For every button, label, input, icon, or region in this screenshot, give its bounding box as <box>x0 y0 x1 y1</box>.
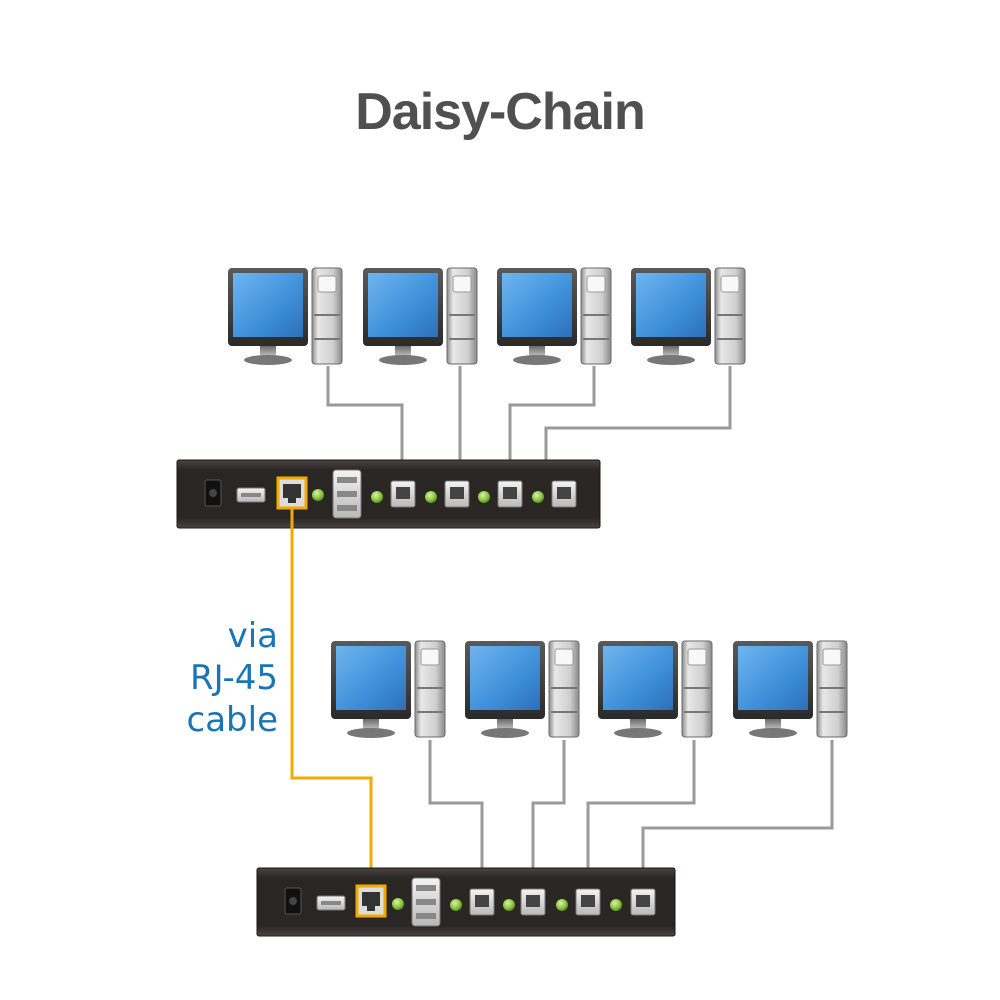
usb-cable-top-3 <box>508 366 596 470</box>
link-label-line-1: via <box>227 616 278 656</box>
computer-bottom-4 <box>733 640 848 738</box>
link-label-line-3: cable <box>186 700 278 740</box>
tower-icon <box>414 640 446 738</box>
led-icon <box>532 491 544 503</box>
rj45-port-icon <box>355 884 387 918</box>
rj45-port-icon <box>276 476 308 510</box>
monitor-icon <box>733 641 813 738</box>
usb-a-stack-port-icon <box>332 469 362 519</box>
monitor-icon <box>228 268 308 365</box>
usb-b-port-icon <box>444 480 470 508</box>
tower-icon <box>681 640 713 738</box>
led-icon <box>371 491 383 503</box>
monitor-icon <box>598 641 678 738</box>
usb-a-port-icon <box>316 895 346 911</box>
usb-cable-bottom-2 <box>531 740 566 880</box>
link-label-line-2: RJ-45 <box>190 658 278 698</box>
tower-icon <box>446 267 478 365</box>
usb-b-port-icon <box>551 480 577 508</box>
led-icon <box>503 899 515 911</box>
rj45-cable <box>290 508 373 898</box>
usb-cable-bottom-1 <box>428 740 484 880</box>
usb-b-port-icon <box>630 888 656 916</box>
usb-cable-top-1 <box>326 366 404 470</box>
usb-cables-bottom <box>428 740 834 880</box>
computer-top-2 <box>363 267 478 365</box>
computer-group-bottom <box>331 640 848 738</box>
led-icon <box>556 899 568 911</box>
computer-top-4 <box>631 267 746 365</box>
led-icon <box>450 899 462 911</box>
led-icon <box>392 898 404 910</box>
monitor-icon <box>465 641 545 738</box>
computer-top-1 <box>228 267 343 365</box>
tower-icon <box>816 640 848 738</box>
tower-icon <box>580 267 612 365</box>
usb-b-port-icon <box>520 888 546 916</box>
usb-cable-bottom-4 <box>641 740 834 880</box>
usb-b-port-icon <box>469 888 495 916</box>
usb-b-port-icon <box>575 888 601 916</box>
led-icon <box>610 899 622 911</box>
led-icon <box>478 491 490 503</box>
computer-bottom-3 <box>598 640 713 738</box>
usb-cables-top <box>326 366 732 470</box>
tower-icon <box>548 640 580 738</box>
usb-cable-bottom-3 <box>586 740 696 880</box>
led-icon <box>312 489 324 501</box>
kvm-switch-2 <box>256 867 676 937</box>
usb-b-port-icon <box>497 480 523 508</box>
diagram-title: Daisy-Chain <box>355 83 646 141</box>
usb-a-stack-port-icon <box>411 877 441 927</box>
kvm-switch-1 <box>176 459 601 529</box>
monitor-icon <box>497 268 577 365</box>
computer-group-top <box>228 267 746 365</box>
usb-b-port-icon <box>390 480 416 508</box>
computer-top-3 <box>497 267 612 365</box>
computer-bottom-1 <box>331 640 446 738</box>
tower-icon <box>714 267 746 365</box>
led-icon <box>425 491 437 503</box>
usb-a-port-icon <box>236 487 266 503</box>
computer-bottom-2 <box>465 640 580 738</box>
monitor-icon <box>631 268 711 365</box>
monitor-icon <box>331 641 411 738</box>
monitor-icon <box>363 268 443 365</box>
usb-cable-top-4 <box>544 366 732 470</box>
tower-icon <box>311 267 343 365</box>
